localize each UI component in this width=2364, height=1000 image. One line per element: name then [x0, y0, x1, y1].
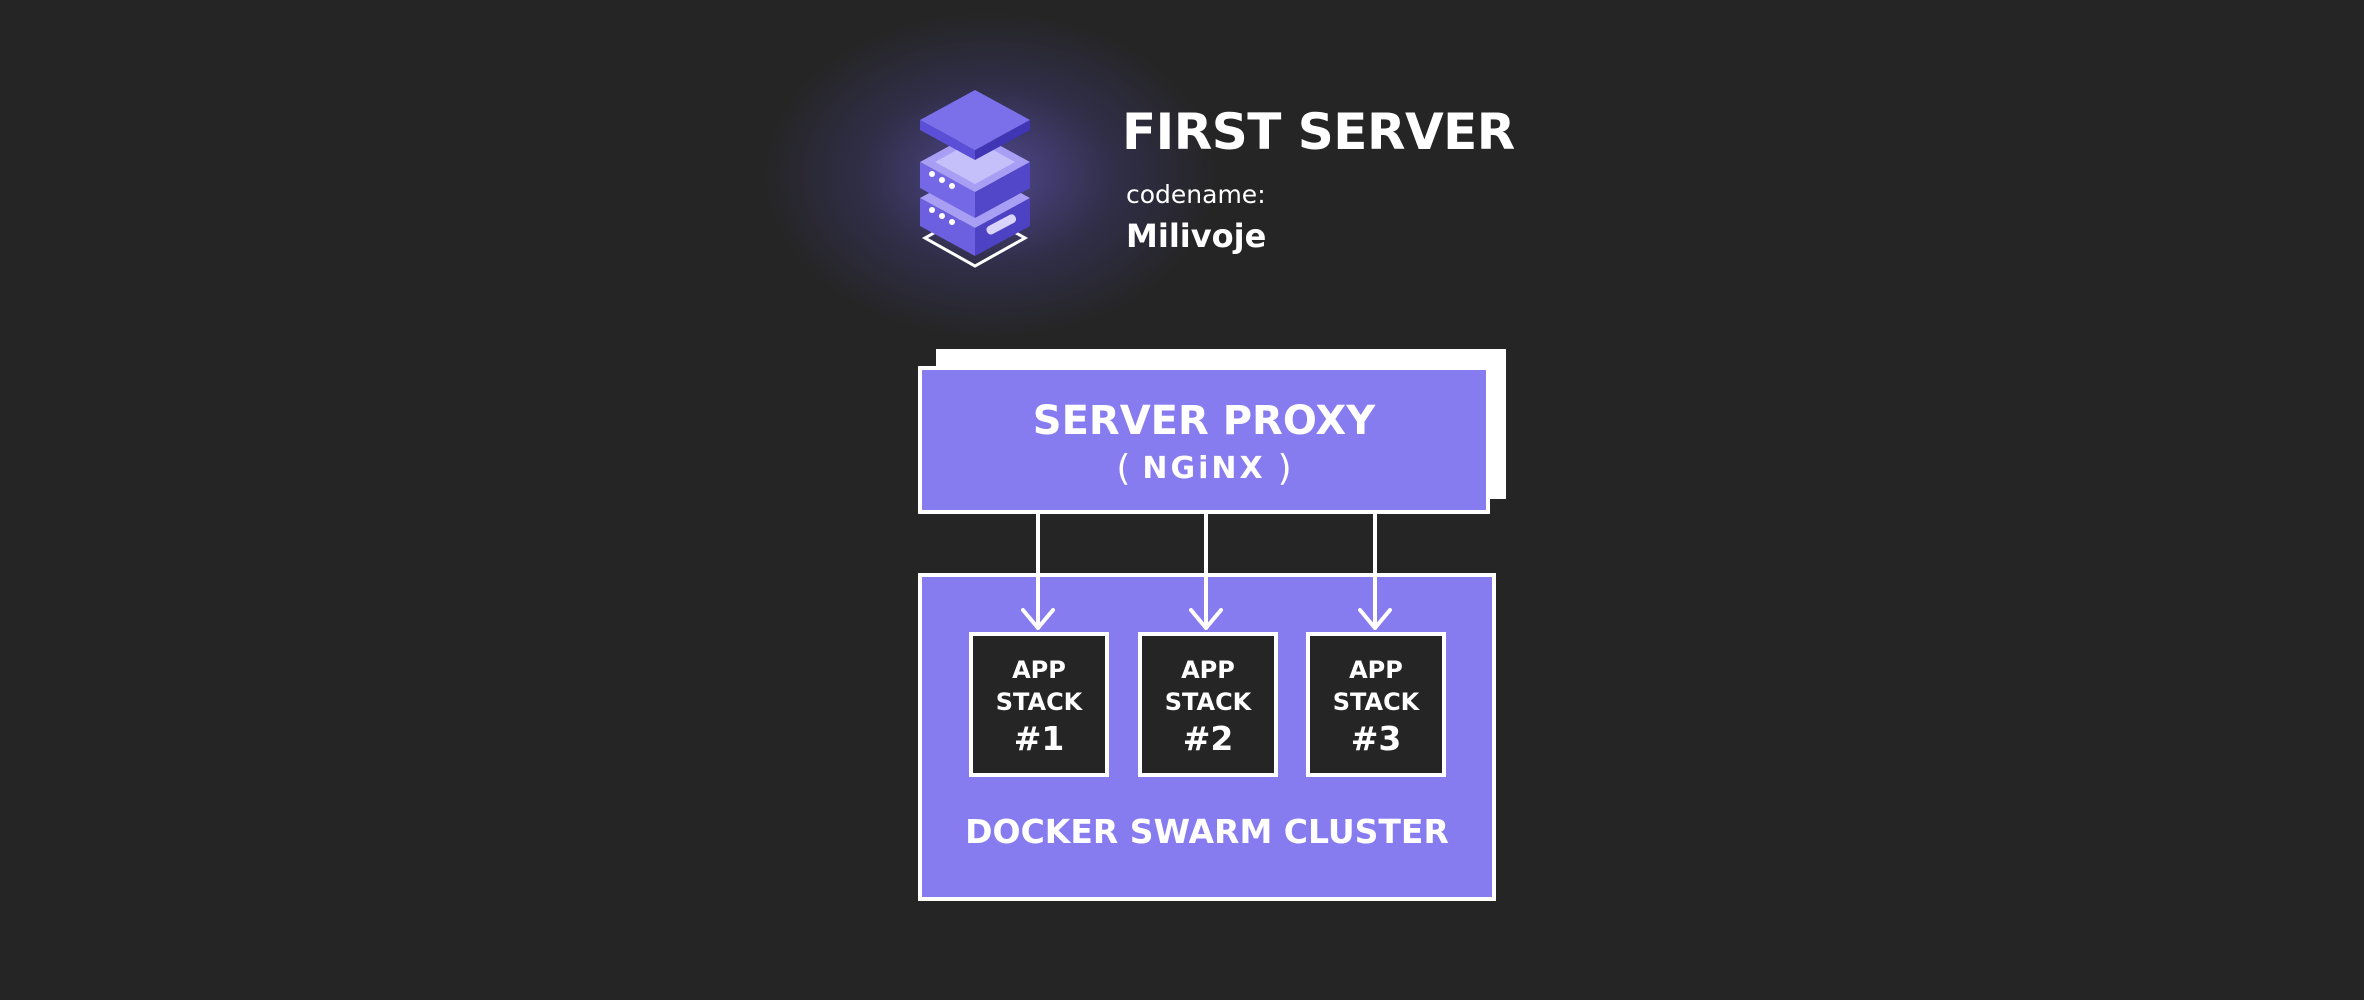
proxy-subtitle: ( NGiNX ) — [1116, 448, 1291, 489]
app-stack-line2: STACK — [1164, 688, 1252, 716]
nginx-logo: NGiNX — [1142, 451, 1266, 486]
server-proxy-box: SERVER PROXY ( NGiNX ) — [918, 366, 1490, 514]
server-title: FIRST SERVER — [1122, 103, 1515, 161]
app-stack-line2: STACK — [995, 688, 1083, 716]
proxy-title: SERVER PROXY — [1032, 398, 1376, 444]
app-stack-line1: APP — [1181, 656, 1235, 684]
app-stack-1: APP STACK #1 — [969, 632, 1109, 777]
app-stack-number: #3 — [1350, 719, 1402, 758]
paren-open: ( — [1116, 448, 1131, 489]
app-stack-3: APP STACK #3 — [1306, 632, 1446, 777]
app-stack-line2: STACK — [1332, 688, 1420, 716]
app-stack-number: #1 — [1013, 719, 1065, 758]
server-stack-icon — [920, 90, 1030, 268]
app-stack-2: APP STACK #2 — [1138, 632, 1278, 777]
app-stack-line1: APP — [1349, 656, 1403, 684]
codename-value: Milivoje — [1126, 217, 1267, 255]
cluster-label: DOCKER SWARM CLUSTER — [965, 812, 1449, 851]
paren-close: ) — [1277, 448, 1292, 489]
app-stack-number: #2 — [1182, 719, 1234, 758]
codename-label: codename: — [1126, 180, 1266, 209]
app-stack-line1: APP — [1012, 656, 1066, 684]
